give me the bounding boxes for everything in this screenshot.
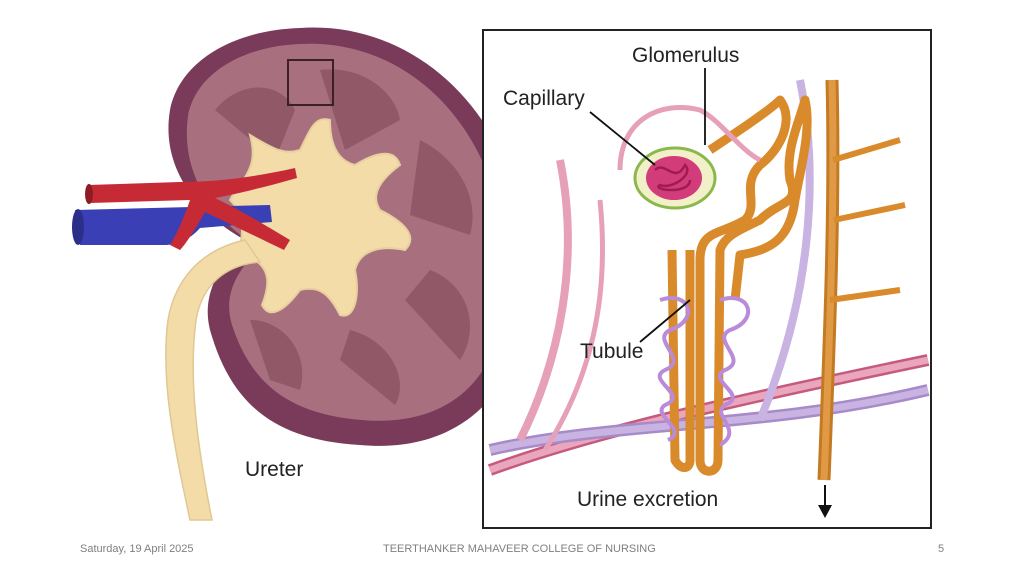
nephron-inset [482, 29, 932, 529]
capillary-leader [589, 111, 656, 166]
label-capillary: Capillary [503, 87, 585, 110]
footer-organization: TEERTHANKER MAHAVEER COLLEGE OF NURSING [383, 543, 656, 555]
kidney [72, 27, 529, 521]
renal-artery [88, 168, 297, 250]
label-glomerulus: Glomerulus [632, 44, 740, 67]
label-ureter: Ureter [245, 458, 304, 481]
footer-date: Saturday, 19 April 2025 [80, 543, 194, 555]
glomerulus [646, 156, 702, 200]
magnified-region-box [287, 59, 334, 106]
tubule-leader [639, 299, 691, 343]
footer-page-number: 5 [938, 543, 945, 555]
renal-pyramids [215, 69, 473, 405]
down-arrow-icon [818, 505, 832, 518]
peritubular-capillary [657, 296, 751, 447]
label-tubule: Tubule [580, 340, 644, 363]
label-urine-excretion: Urine excretion [577, 488, 719, 511]
tubule [695, 95, 812, 476]
ureter [165, 239, 262, 521]
